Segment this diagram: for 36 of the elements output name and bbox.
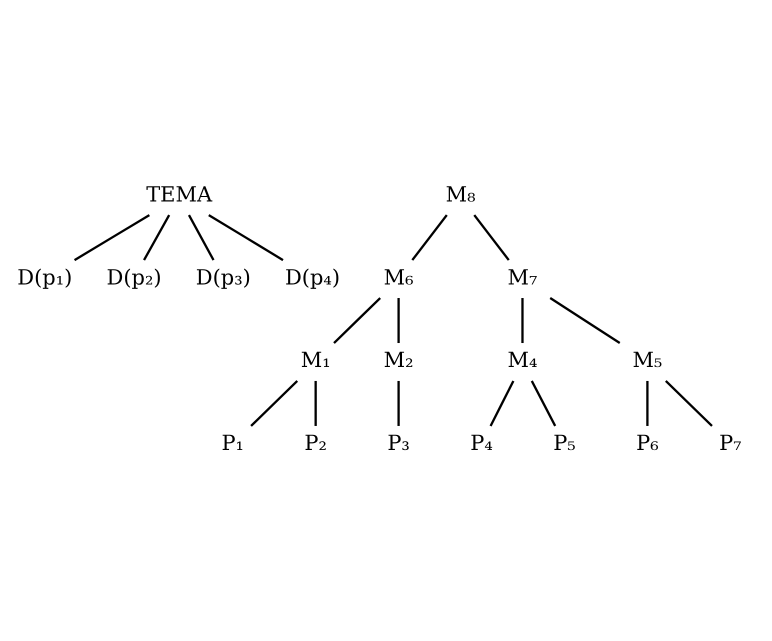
node-text: P₁ — [221, 431, 244, 456]
node-text: P₃ — [387, 431, 410, 456]
node-text: M₁ — [300, 348, 331, 372]
node-text: M₅ — [632, 348, 662, 372]
connector — [143, 214, 170, 261]
node-text: M₄ — [508, 348, 538, 372]
connector — [333, 297, 381, 344]
node-text: P₄ — [470, 431, 493, 456]
connector — [411, 214, 448, 261]
node-text: D(p₄) — [284, 265, 340, 290]
node-text: D(p₂) — [106, 265, 162, 290]
connector — [473, 214, 510, 261]
connector — [314, 380, 317, 426]
node-text: M₈ — [446, 182, 476, 206]
connector — [665, 380, 713, 427]
connector — [397, 380, 400, 426]
connector — [530, 380, 556, 426]
connector — [188, 214, 215, 261]
connector — [74, 214, 150, 262]
connector — [490, 380, 514, 426]
node-text: P₅ — [553, 431, 576, 456]
node-text: M₆ — [384, 265, 414, 290]
connector — [646, 380, 649, 426]
node-text: D(p₃) — [196, 265, 251, 290]
node-text: TEMA — [146, 182, 212, 206]
connector — [550, 297, 620, 344]
node-text: P₂ — [304, 431, 327, 456]
node-text: D(p₁) — [17, 265, 72, 290]
node-text: M₂ — [384, 348, 414, 372]
node-text: P₇ — [719, 431, 742, 456]
connector — [208, 214, 284, 262]
node-text: P₆ — [636, 431, 659, 456]
connector — [521, 298, 524, 344]
connector — [397, 298, 400, 344]
node-text: M₇ — [508, 265, 538, 290]
connector — [250, 380, 298, 427]
